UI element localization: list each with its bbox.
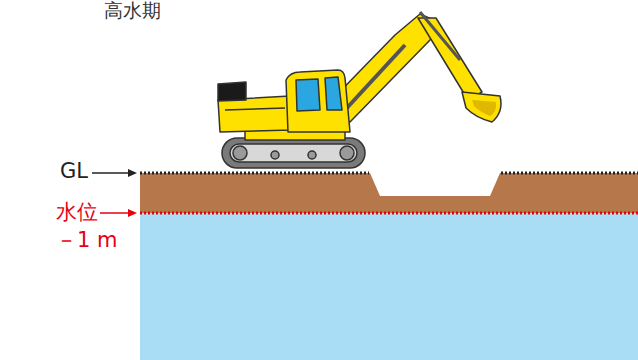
water-level-line — [140, 212, 638, 215]
leader-arrow — [100, 212, 130, 214]
title: 高水期 — [104, 0, 161, 21]
groundwater — [140, 213, 638, 360]
water-level-label: 水位 — [56, 201, 98, 224]
excavator — [218, 12, 501, 168]
arrow-head — [128, 169, 137, 177]
ground-line — [140, 172, 369, 175]
arrow-head — [128, 209, 137, 217]
leader-arrow — [92, 172, 130, 174]
ground-line — [501, 172, 638, 175]
ground — [140, 173, 638, 213]
water-level-label: －1 m — [56, 229, 118, 252]
ground-level-label: GL — [60, 160, 88, 183]
